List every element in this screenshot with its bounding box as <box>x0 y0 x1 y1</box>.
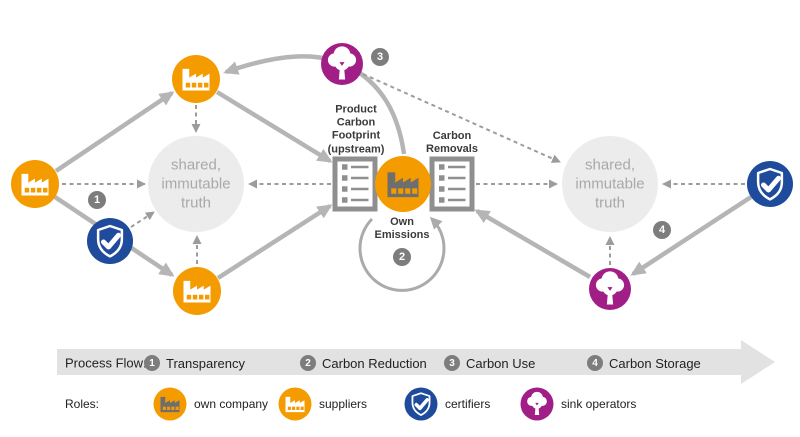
process-flow-step-3-label: Carbon Use <box>466 355 536 371</box>
role-label-sink-operators: sink operators <box>561 397 637 411</box>
certifier-shield-icon-right <box>747 161 793 207</box>
shared-truth-circle-left <box>148 136 244 232</box>
legend-certifiers-shield-icon <box>404 387 438 421</box>
shared-truth-label-right: shared, immutable truth <box>575 156 645 212</box>
process-flow-title: Process Flow: <box>65 356 147 371</box>
role-label-own-company: own company <box>194 397 269 411</box>
roles-title: Roles: <box>65 397 100 411</box>
carbon-removals-document-icon <box>432 159 472 209</box>
own-emissions-loop-arrow <box>358 216 446 292</box>
step-badge-2: 2 <box>393 248 411 266</box>
step-badge-3: 3 <box>371 48 389 66</box>
process-flow-step-carbon-reduction: 2 Carbon Reduction <box>300 355 427 371</box>
process-flow-step-carbon-storage: 4 Carbon Storage <box>587 355 701 371</box>
step-badge-1: 1 <box>88 191 106 209</box>
process-flow-step-carbon-use: 3 Carbon Use <box>444 355 535 371</box>
own-company-factory-icon-center <box>375 156 431 212</box>
sink-operator-tree-icon-top <box>321 43 363 85</box>
process-flow-step-3-badge: 3 <box>444 355 460 371</box>
supplier-factory-icon-bottom <box>173 267 221 315</box>
supplier-factory-icon-left <box>11 160 59 208</box>
process-flow-arrow-bar <box>57 340 775 384</box>
step-badge-4: 4 <box>653 221 671 239</box>
sink-operator-tree-icon-bottom <box>589 268 631 310</box>
process-flow-step-4-badge: 4 <box>587 355 603 371</box>
shared-truth-circle-right <box>562 136 658 232</box>
legend-own-company-factory-icon <box>153 387 187 421</box>
process-flow-title-text: Process Flow: <box>65 355 147 371</box>
legend-sink-operators-tree-icon <box>520 387 554 421</box>
certifier-shield-icon-left <box>87 218 133 264</box>
shared-truth-label-left: shared, immutable truth <box>161 156 231 212</box>
supplier-factory-icon-top <box>172 55 220 103</box>
process-flow-step-1-label: Transparency <box>166 355 245 371</box>
product-carbon-footprint-document-icon <box>335 159 375 209</box>
process-flow-step-transparency: 1 Transparency <box>144 355 245 371</box>
role-label-suppliers: suppliers <box>319 397 368 411</box>
dashed-truth-arrows <box>62 73 745 265</box>
solid-flow-arrows <box>53 54 753 280</box>
process-flow-step-2-badge: 2 <box>300 355 316 371</box>
legend-suppliers-factory-icon <box>278 387 312 421</box>
product-carbon-footprint-label: Product Carbon Footprint (upstream) <box>327 103 385 156</box>
process-flow-step-1-badge: 1 <box>144 355 160 371</box>
carbon-removals-label: Carbon Removals <box>426 129 478 155</box>
own-emissions-label: Own Emissions <box>374 215 430 241</box>
process-flow-step-4-label: Carbon Storage <box>609 355 701 371</box>
role-label-certifiers: certifiers <box>445 397 491 411</box>
process-flow-step-2-label: Carbon Reduction <box>322 355 427 371</box>
